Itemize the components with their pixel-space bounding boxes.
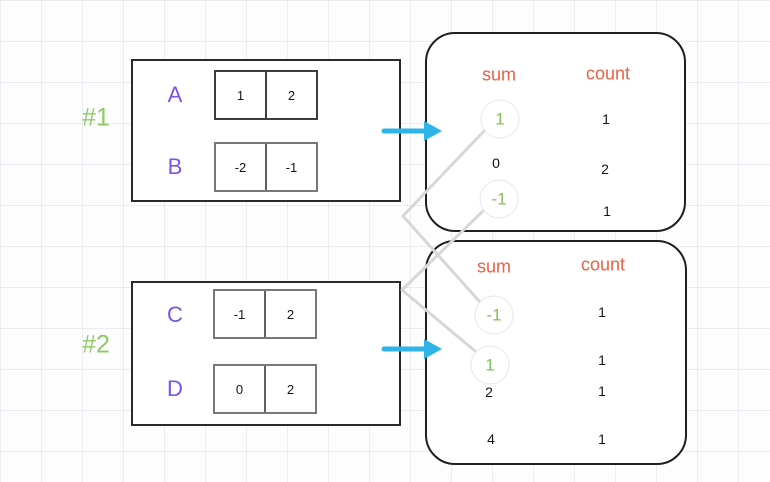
result1-row1-count: 1 bbox=[602, 111, 610, 127]
array-b-cell-1: -1 bbox=[265, 144, 316, 190]
array-d-cell-1: 2 bbox=[264, 366, 315, 412]
sum-header-1: sum bbox=[481, 64, 517, 85]
result2-row1-sum-highlighted: -1 bbox=[474, 295, 514, 335]
sum-header-2: sum bbox=[476, 256, 512, 277]
array-a-cells: 1 2 bbox=[214, 70, 318, 120]
group1-tag: #1 bbox=[82, 103, 110, 132]
array-c-cell-0: -1 bbox=[233, 306, 246, 322]
result1-row2-sum: 0 bbox=[492, 155, 500, 171]
array-c-label: C bbox=[167, 302, 183, 327]
result1-row1-sum-highlighted: 1 bbox=[480, 99, 520, 139]
result2-row2-sum-highlighted: 1 bbox=[470, 345, 510, 385]
array-a-cell-1: 2 bbox=[265, 72, 316, 118]
result2-row2-count: 1 bbox=[598, 352, 606, 368]
array-b-label: B bbox=[167, 154, 183, 179]
result2-row1-count: 1 bbox=[598, 304, 606, 320]
group1-input-box: A 1 2 B -2 -1 bbox=[131, 59, 401, 202]
group2-result-box: sum count -1 1 1 1 2 1 4 1 bbox=[425, 240, 687, 465]
group2-input-box: C -1 2 D 0 2 bbox=[131, 281, 401, 426]
result2-row4-count: 1 bbox=[598, 431, 606, 447]
array-b-cell-0: -2 bbox=[234, 159, 247, 175]
result1-row3-count: 1 bbox=[603, 203, 611, 219]
count-header-2: count bbox=[580, 254, 626, 275]
result2-row4-sum: 4 bbox=[487, 431, 495, 447]
count-header-1: count bbox=[585, 63, 631, 84]
array-c-cells: -1 2 bbox=[213, 289, 317, 339]
array-c-cell-1: 2 bbox=[264, 291, 315, 337]
array-b-cells: -2 -1 bbox=[214, 142, 318, 192]
array-d-cells: 0 2 bbox=[213, 364, 317, 414]
result2-row3-sum: 2 bbox=[485, 384, 493, 400]
array-a-label: A bbox=[167, 82, 183, 107]
result1-row2-count: 2 bbox=[601, 161, 609, 177]
result2-row3-count: 1 bbox=[598, 383, 606, 399]
array-a-cell-0: 1 bbox=[236, 87, 245, 103]
group1-result-box: sum count 1 1 0 2 -1 1 bbox=[425, 32, 686, 232]
array-d-label: D bbox=[167, 376, 183, 401]
group2-tag: #2 bbox=[82, 330, 110, 359]
array-d-cell-0: 0 bbox=[235, 381, 244, 397]
result1-row3-sum-highlighted: -1 bbox=[479, 179, 519, 219]
